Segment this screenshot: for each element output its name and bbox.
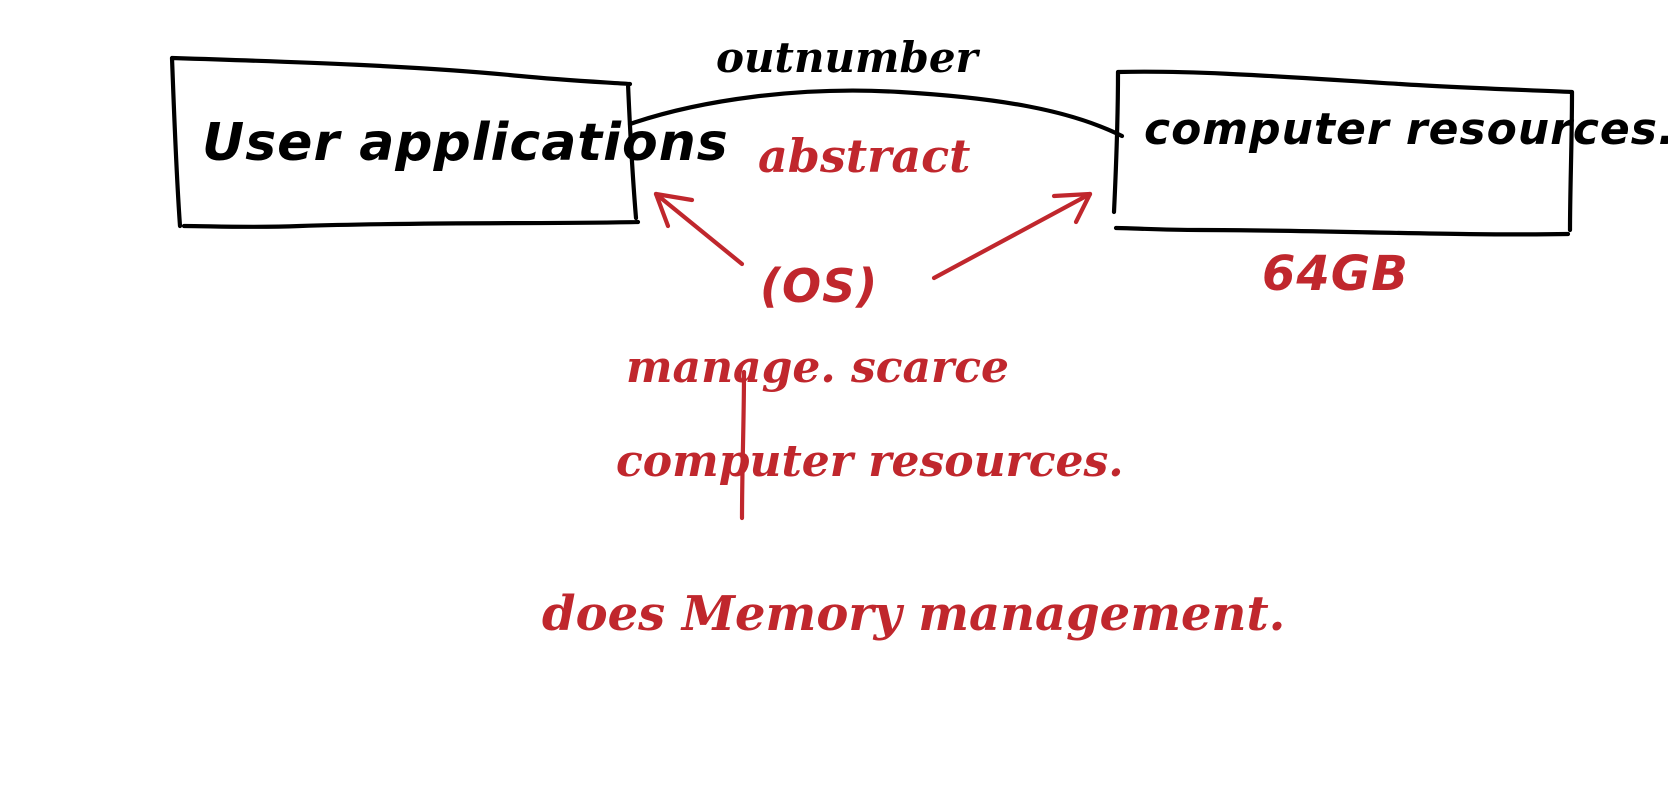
edge-label-outnumber: outnumber bbox=[716, 33, 981, 82]
arrow-to-computer-resources bbox=[931, 191, 1093, 281]
edge-label-abstract: abstract bbox=[758, 129, 970, 183]
connection-line bbox=[627, 88, 1125, 139]
note-memory-management: does Memory management. bbox=[542, 586, 1285, 642]
user-applications-node: User applications bbox=[169, 55, 729, 229]
computer-resources-box bbox=[1111, 69, 1575, 237]
computer-resources-label: computer resources. bbox=[1144, 104, 1668, 155]
user-applications-box bbox=[169, 55, 641, 229]
os-label: (OS) bbox=[760, 259, 878, 313]
note-connector-line bbox=[739, 369, 747, 521]
computer-resources-node: computer resources. bbox=[1111, 69, 1668, 237]
user-applications-label: User applications bbox=[202, 113, 729, 173]
note-computer-resources: computer resources. bbox=[616, 436, 1124, 487]
note-manage-scarce: manage. scarce bbox=[626, 342, 1009, 393]
arrow-to-user-applications bbox=[653, 191, 745, 267]
resource-note-64gb: 64GB bbox=[1262, 246, 1409, 302]
